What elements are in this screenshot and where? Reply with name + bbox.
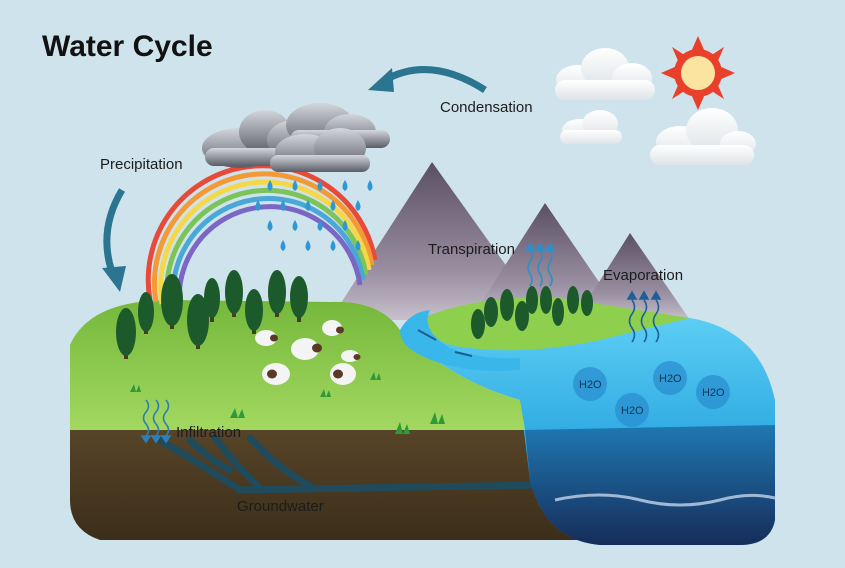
grass-tufts [130, 372, 445, 434]
evaporation-vapor [626, 290, 662, 343]
cloud-icon [555, 48, 655, 100]
tree-icon [567, 286, 579, 314]
raindrop-icon [355, 200, 361, 211]
white-clouds [555, 48, 756, 165]
tree-icon [290, 276, 308, 322]
wave-line [554, 493, 776, 507]
mountain-icon [575, 233, 690, 320]
raindrop-icon [367, 180, 373, 191]
raindrop-icon [342, 220, 348, 231]
tree-icon [500, 289, 514, 321]
raindrops [255, 180, 373, 251]
raindrop-icon [292, 220, 298, 231]
raindrop-icon [280, 200, 286, 211]
h2o-label: H2O [579, 379, 602, 391]
river [400, 310, 520, 371]
arrow-icon [103, 188, 126, 274]
sheep-icon [322, 320, 344, 336]
raindrop-icon [330, 240, 336, 251]
sheep-icon [341, 350, 361, 362]
h2o-bubble: H2O [653, 361, 687, 395]
tree-icon [552, 298, 564, 326]
mountain-icon [330, 162, 545, 320]
tree-icon [245, 289, 263, 334]
h2o-bubble: H2O [696, 375, 730, 409]
raindrop-icon [267, 220, 273, 231]
raindrop-icon [280, 240, 286, 251]
page-title: Water Cycle [42, 30, 213, 63]
raindrop-icon [317, 180, 323, 191]
raindrop-icon [355, 240, 361, 251]
cloud-icon [650, 108, 756, 165]
water-molecules: H2O H2O H2O H2O [573, 361, 730, 427]
h2o-label: H2O [621, 405, 644, 417]
soil-layer [70, 400, 600, 540]
raindrop-icon [342, 180, 348, 191]
sheep-icon [255, 330, 278, 346]
cloud-icon [560, 110, 622, 144]
raindrop-icon [317, 220, 323, 231]
rainbow-icon [145, 163, 378, 311]
tree-icon [268, 270, 286, 317]
tree-icon [471, 309, 485, 339]
tree-icon [161, 274, 183, 329]
tree-icon [540, 286, 552, 314]
evaporation-label: Evaporation [603, 267, 684, 284]
sheep-icon [262, 363, 290, 385]
tree-icon [187, 294, 209, 349]
sun-icon [661, 36, 735, 110]
condensation-label: Condensation [440, 99, 533, 116]
infiltration-vapor [140, 399, 172, 444]
condensation-arrow [368, 66, 487, 93]
trees-left [116, 270, 308, 359]
raindrop-icon [292, 180, 298, 191]
tree-icon [116, 308, 136, 359]
tree-icon [515, 301, 529, 331]
transpiration-label: Transpiration [428, 241, 515, 258]
h2o-bubble: H2O [573, 367, 607, 401]
raindrop-icon [267, 180, 273, 191]
raindrop-icon [305, 200, 311, 211]
groundwater-label: Groundwater [237, 498, 324, 515]
precipitation-label: Precipitation [100, 156, 183, 173]
raindrop-icon [255, 200, 261, 211]
precipitation-arrow [102, 188, 126, 292]
tree-icon [204, 278, 220, 322]
rain-clouds [202, 103, 390, 172]
tree-icon [526, 286, 538, 314]
h2o-label: H2O [702, 387, 725, 399]
river-arrows [417, 329, 473, 357]
h2o-label: H2O [659, 373, 682, 385]
sheep-icon [291, 338, 322, 360]
trees-right [471, 286, 593, 339]
raindrop-icon [305, 240, 311, 251]
tree-icon [581, 290, 593, 316]
transpiration-vapor [524, 242, 556, 287]
sheep-flock [255, 320, 361, 385]
grass-left [70, 300, 525, 430]
raindrop-icon [330, 200, 336, 211]
arrow-icon [383, 66, 487, 93]
infiltration-label: Infiltration [176, 424, 242, 441]
tree-icon [225, 270, 243, 317]
sheep-icon [330, 363, 356, 385]
h2o-bubble: H2O [615, 393, 649, 427]
tree-icon [138, 292, 154, 334]
groundwater-channels [156, 434, 544, 494]
tree-icon [484, 297, 498, 327]
cloud-icon [270, 128, 370, 172]
lake-deep [525, 425, 775, 545]
